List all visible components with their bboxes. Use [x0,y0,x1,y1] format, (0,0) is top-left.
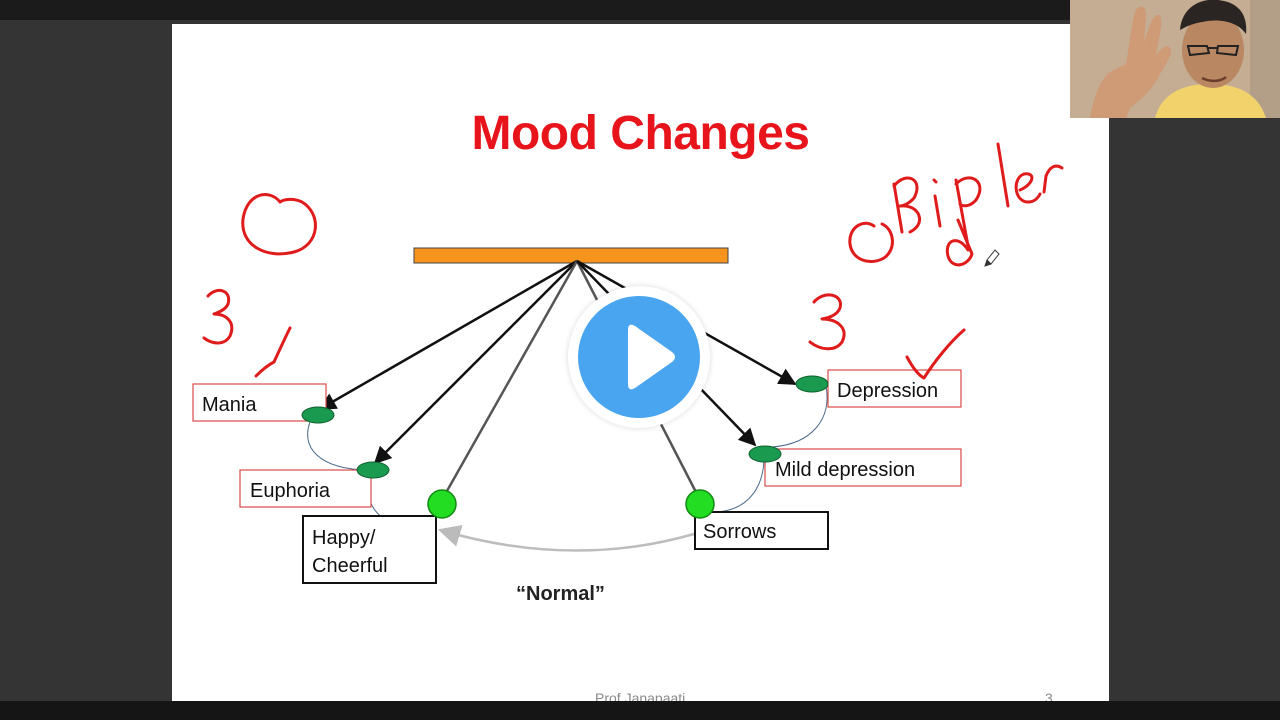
curve-mild-sorrows [706,460,765,513]
happy-label-line1: Happy/ [312,527,376,549]
ink-bipolar-b [892,176,922,234]
ink-disorder-d [945,218,974,267]
normal-label: “Normal” [516,583,605,605]
happy-box [302,515,437,584]
slide-page-number: 3 [1045,690,1053,704]
ink-check-right [905,328,966,380]
mild-depression-bob [748,445,782,463]
ink-check-left [254,326,292,378]
ink-zero-left [241,193,317,256]
depression-label: Depression [837,380,938,402]
ink-three-left [202,288,234,345]
sorrows-box [694,511,829,550]
ink-bipolar-i [932,178,942,228]
top-strip [0,0,1280,20]
sorrows-bob [685,489,715,519]
presenter-video [1070,0,1280,118]
mania-bob [301,406,335,424]
pen-cursor-icon [984,249,1000,267]
ink-three-right [808,293,846,351]
mild-depression-box [764,448,962,487]
slide-title: Mood Changes [471,107,811,160]
ink-bipolar-e [1014,172,1042,204]
sorrows-label: Sorrows [703,521,776,543]
curve-depression-mild [771,385,828,448]
mild-depression-label: Mild depression [775,459,915,481]
ink-bipolar-p [954,176,982,248]
bottom-strip [0,701,1280,720]
euphoria-box [239,469,372,508]
mania-label: Mania [202,394,257,416]
normal-swing-arc [437,524,695,552]
happy-bob [427,489,457,519]
pivot-bar [413,247,729,264]
curve-mania-euphoria [307,416,368,471]
happy-label-line2: Cheerful [312,555,388,577]
play-icon [628,324,675,390]
footer-author: Prof Janapaati [595,690,686,704]
ink-bipolar-l [996,142,1010,208]
euphoria-bob [356,461,390,479]
ink-zero-right [848,221,894,263]
string-to-happy [441,260,579,499]
presenter-webcam [1070,0,1280,118]
arrow-to-mania [318,259,578,411]
euphoria-label: Euphoria [250,480,331,502]
play-button-circle[interactable] [578,296,700,418]
ink-annotations [202,142,1064,380]
arrow-to-euphoria [373,260,578,465]
play-button[interactable] [568,286,710,428]
depression-box [827,369,962,408]
ink-bipolar-r [1042,164,1064,194]
depression-bob [795,375,829,393]
